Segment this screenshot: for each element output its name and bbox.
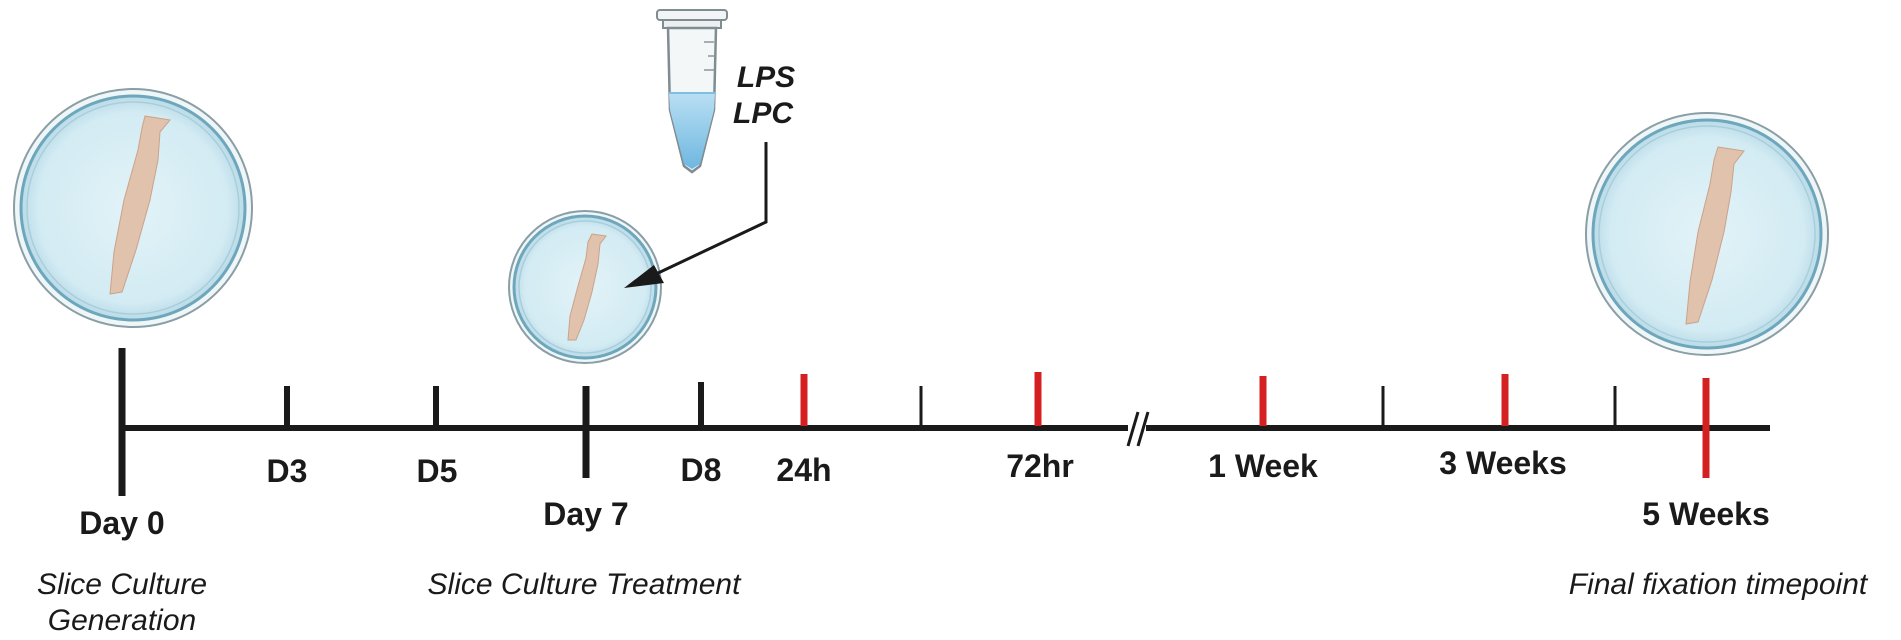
petri-dish-day0 [13,88,253,328]
tissue-slice-5-weeks [1685,146,1745,325]
label-d3: D3 [267,453,308,489]
label-d8: D8 [681,452,722,488]
treatment-arrow [624,142,768,288]
tissue-slice-day7 [567,233,607,341]
microcentrifuge-tube-icon [656,9,728,174]
label-3-weeks: 3 Weeks [1439,445,1567,481]
caption-generation-line1: Slice Culture [37,568,207,601]
caption-generation-line2: Generation [48,604,196,637]
label-day0: Day 0 [79,505,164,541]
reagent-lpc: LPC [733,97,794,130]
label-5-weeks: 5 Weeks [1642,496,1770,532]
label-1-week: 1 Week [1208,448,1318,484]
petri-dish-day7 [508,210,662,364]
label-24h: 24h [776,452,831,488]
reagent-lps: LPS [737,61,795,94]
axis-break-marker [1126,410,1150,447]
tissue-slice-day0 [109,115,171,295]
caption-treatment: Slice Culture Treatment [428,568,743,601]
timeline-axis [120,410,1770,447]
label-d5: D5 [417,453,458,489]
label-72hr: 72hr [1006,448,1074,484]
petri-dish-5-weeks [1585,112,1829,356]
label-day7: Day 7 [543,496,628,532]
caption-final: Final fixation timepoint [1569,568,1869,601]
